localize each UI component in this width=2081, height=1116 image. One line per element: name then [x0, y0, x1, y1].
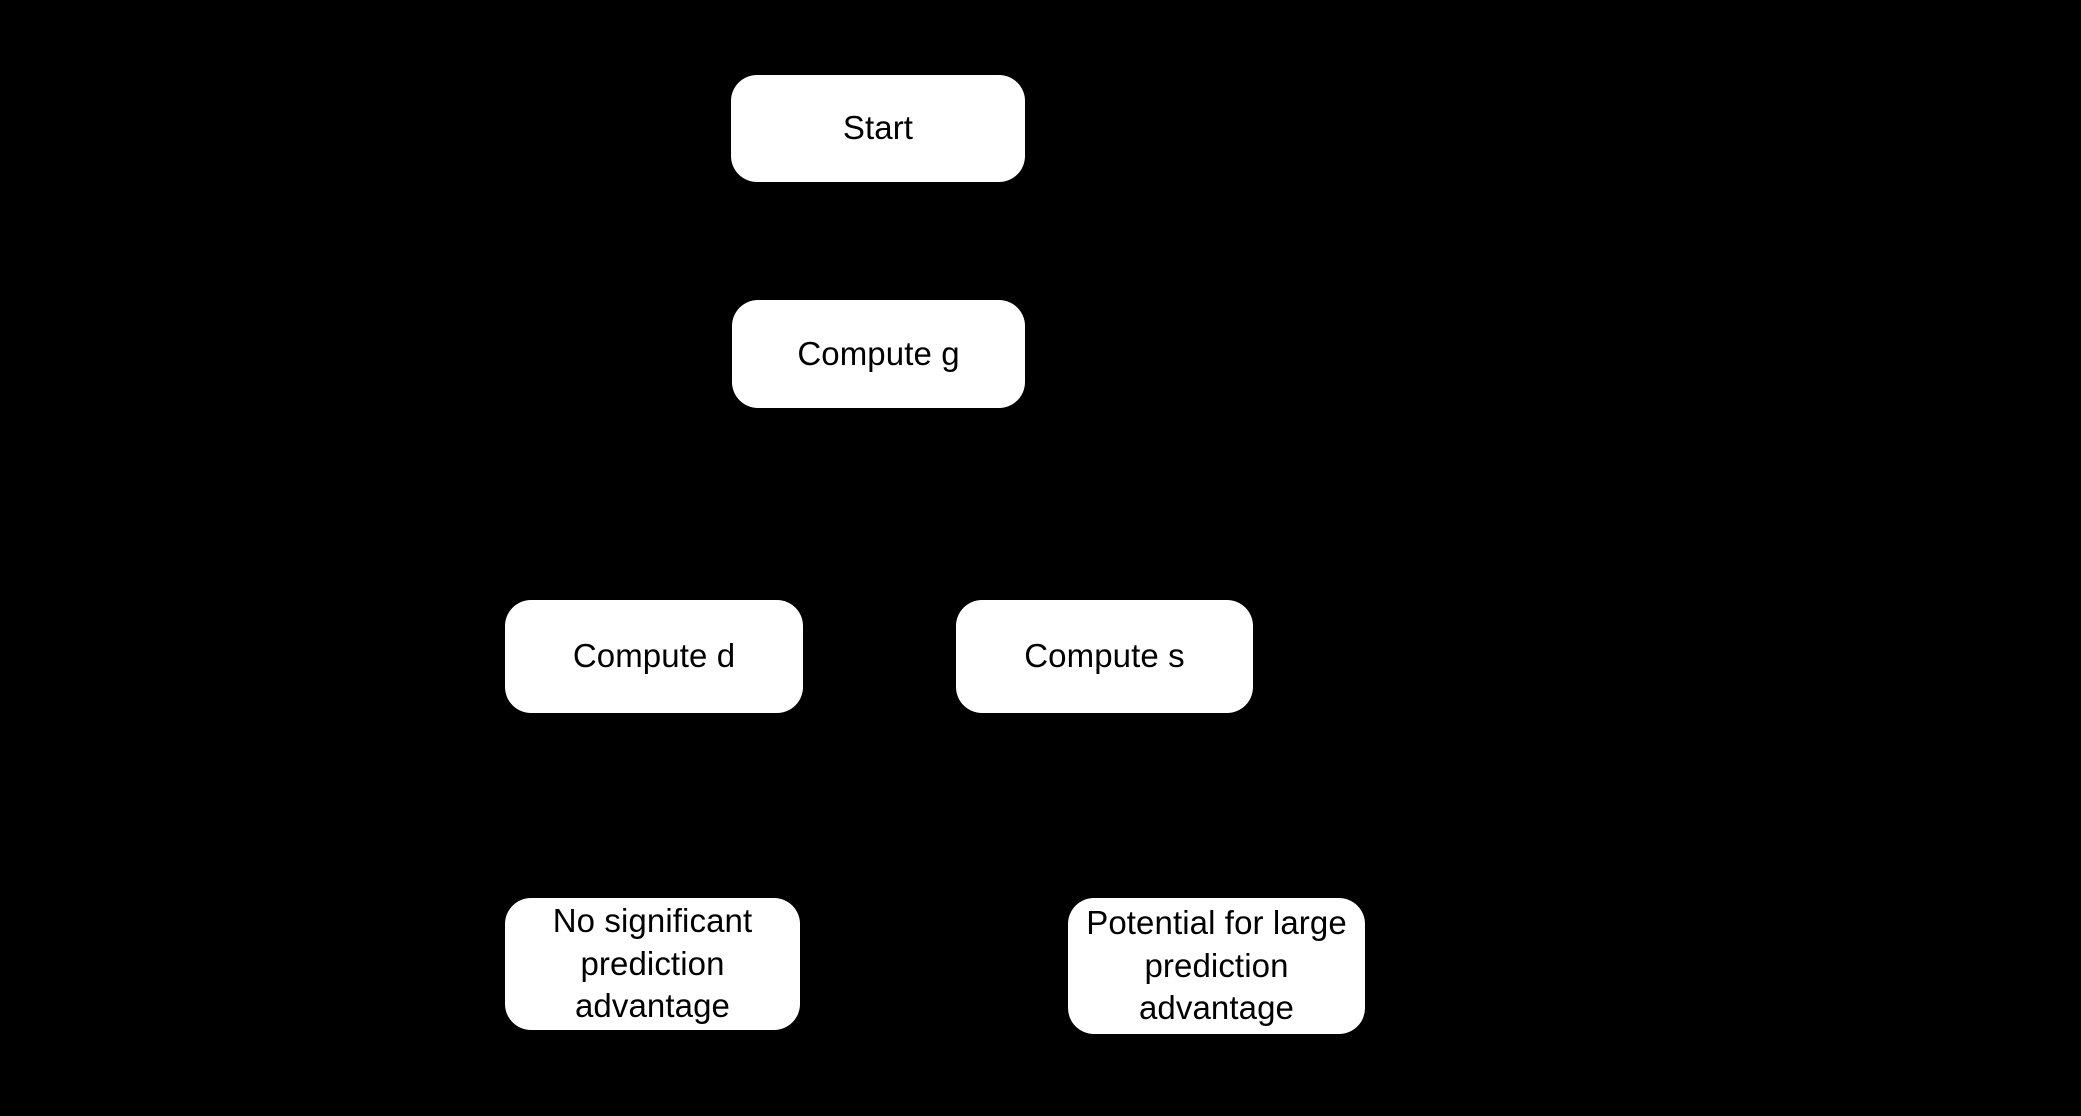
flowchart-node-compute-s[interactable]: Compute s — [956, 600, 1253, 713]
flowchart-node-potential-for-large-prediction-advantage[interactable]: Potential for large prediction advantage — [1068, 898, 1365, 1034]
flowchart-node-compute-g[interactable]: Compute g — [732, 300, 1025, 408]
flowchart-node-start[interactable]: Start — [731, 75, 1025, 182]
flowchart-node-no-significant-prediction-advantage[interactable]: No significant prediction advantage — [505, 898, 800, 1030]
edge-compute-g-to-compute-s — [876, 408, 1115, 603]
flowchart-node-compute-d[interactable]: Compute d — [505, 600, 803, 713]
edge-compute-g-to-compute-d — [643, 408, 880, 603]
edge-compute-s-to-outcome-high — [1102, 713, 1227, 901]
